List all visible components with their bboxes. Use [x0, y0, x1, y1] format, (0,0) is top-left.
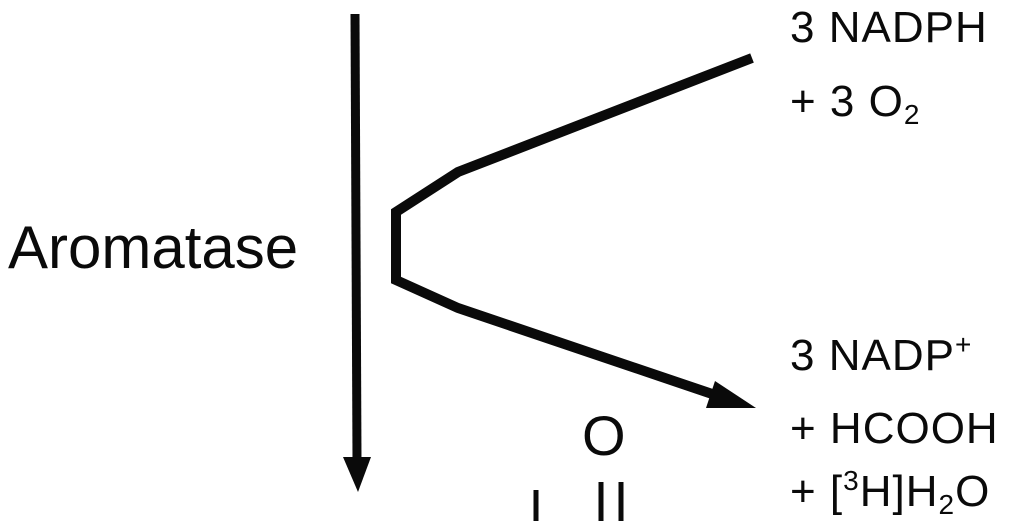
- cofactor-oxygen-text: + 3 O: [790, 77, 904, 126]
- product-tritiated-water-label: + [3H]H2O: [790, 467, 991, 519]
- cofactor-nadph-label: 3 NADPH: [790, 3, 988, 52]
- structure-oxygen-atom: O: [582, 404, 626, 467]
- product-water-isotope-superscript: 3: [843, 465, 860, 496]
- product-water-prefix: + [: [790, 467, 844, 516]
- product-nadp-superscript: +: [954, 329, 973, 360]
- cofactor-oxygen-subscript: 2: [903, 99, 921, 130]
- cofactor-branch-arrowhead: [706, 381, 756, 408]
- enzyme-label: Aromatase: [8, 214, 299, 281]
- cofactor-oxygen-label: + 3 O2: [790, 77, 920, 129]
- product-formic-acid-label: + HCOOH: [790, 404, 999, 453]
- product-nadp-text: 3 NADP: [790, 331, 955, 380]
- main-reaction-arrow-shaft: [350, 13, 362, 461]
- main-reaction-arrow-head: [343, 457, 371, 492]
- cofactor-branch-arrow: [391, 53, 754, 403]
- product-water-mid: H]H: [859, 467, 939, 516]
- product-nadp-label: 3 NADP+: [790, 331, 972, 380]
- product-water-suffix: O: [955, 467, 991, 516]
- product-water-subscript: 2: [938, 489, 956, 520]
